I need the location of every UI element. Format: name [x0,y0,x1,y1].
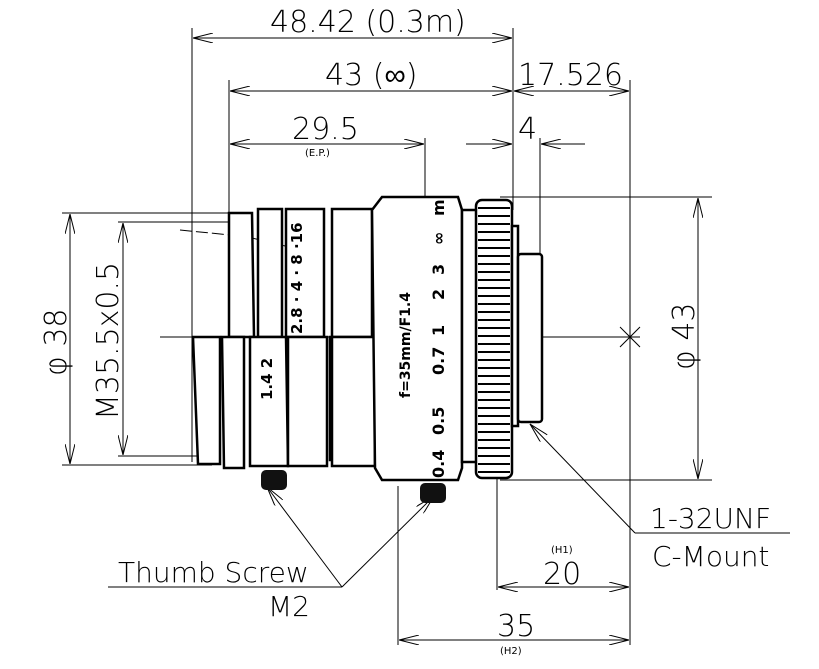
dim-total-inf: 43 (∞) [325,58,418,93]
c-mount-flange [510,224,544,428]
dim-h2-note: (H2) [500,646,522,657]
focus-mark: 1 [429,325,448,336]
extension-lines [62,28,712,645]
dim-body-diameter: φ 43 [667,303,702,371]
dim-h1: 20 [543,557,581,592]
lens-body [191,195,480,482]
lens-markings: 2.8 · 4 · 8 ·16 1.4 2 f=35mm/F1.4 m ∞ 3 … [258,199,448,478]
dim-flange: 4 [518,112,537,147]
dim-h2: 35 [497,609,535,644]
dim-total-near: 48.42 (0.3m) [270,5,466,40]
dimension-lines [70,38,698,640]
dim-entrance-pupil: 29.5 [292,112,359,147]
aperture-scale-upper: 2.8 · 4 · 8 ·16 [288,222,306,334]
mount-thread-label: 1-32UNF [650,502,771,535]
focus-mark: 2 [429,289,448,300]
focus-mark: 0.4 [429,450,448,478]
aperture-scale-lower: 1.4 2 [258,358,276,400]
callout-labels: Thumb Screw M2 1-32UNF C-Mount [118,502,771,623]
thumb-screw-label: Thumb Screw [118,556,309,589]
lens-spec: f=35mm/F1.4 [398,292,414,398]
thumb-screw-icon [261,470,287,490]
focus-mark: 0.5 [429,407,448,435]
thumb-screw-icon [420,483,446,503]
thumb-screws [261,470,446,503]
mount-type-label: C-Mount [652,540,769,573]
focus-mark: 0.7 [429,347,448,375]
focus-unit: m [429,199,448,216]
dim-front-diameter: φ 38 [39,309,74,377]
focus-mark: 3 [429,264,448,275]
focus-mark: ∞ [429,232,448,245]
dim-h1-note: (H1) [551,545,573,556]
dim-filter-thread: M35.5x0.5 [91,262,126,420]
thumb-screw-size: M2 [268,590,310,623]
dim-ep-note: (E.P.) [305,148,330,159]
knurled-ring [474,198,514,480]
dimension-labels: 48.42 (0.3m) 43 (∞) 17.526 29.5 (E.P.) 4… [39,5,702,657]
dim-back-focus: 17.526 [518,58,623,93]
